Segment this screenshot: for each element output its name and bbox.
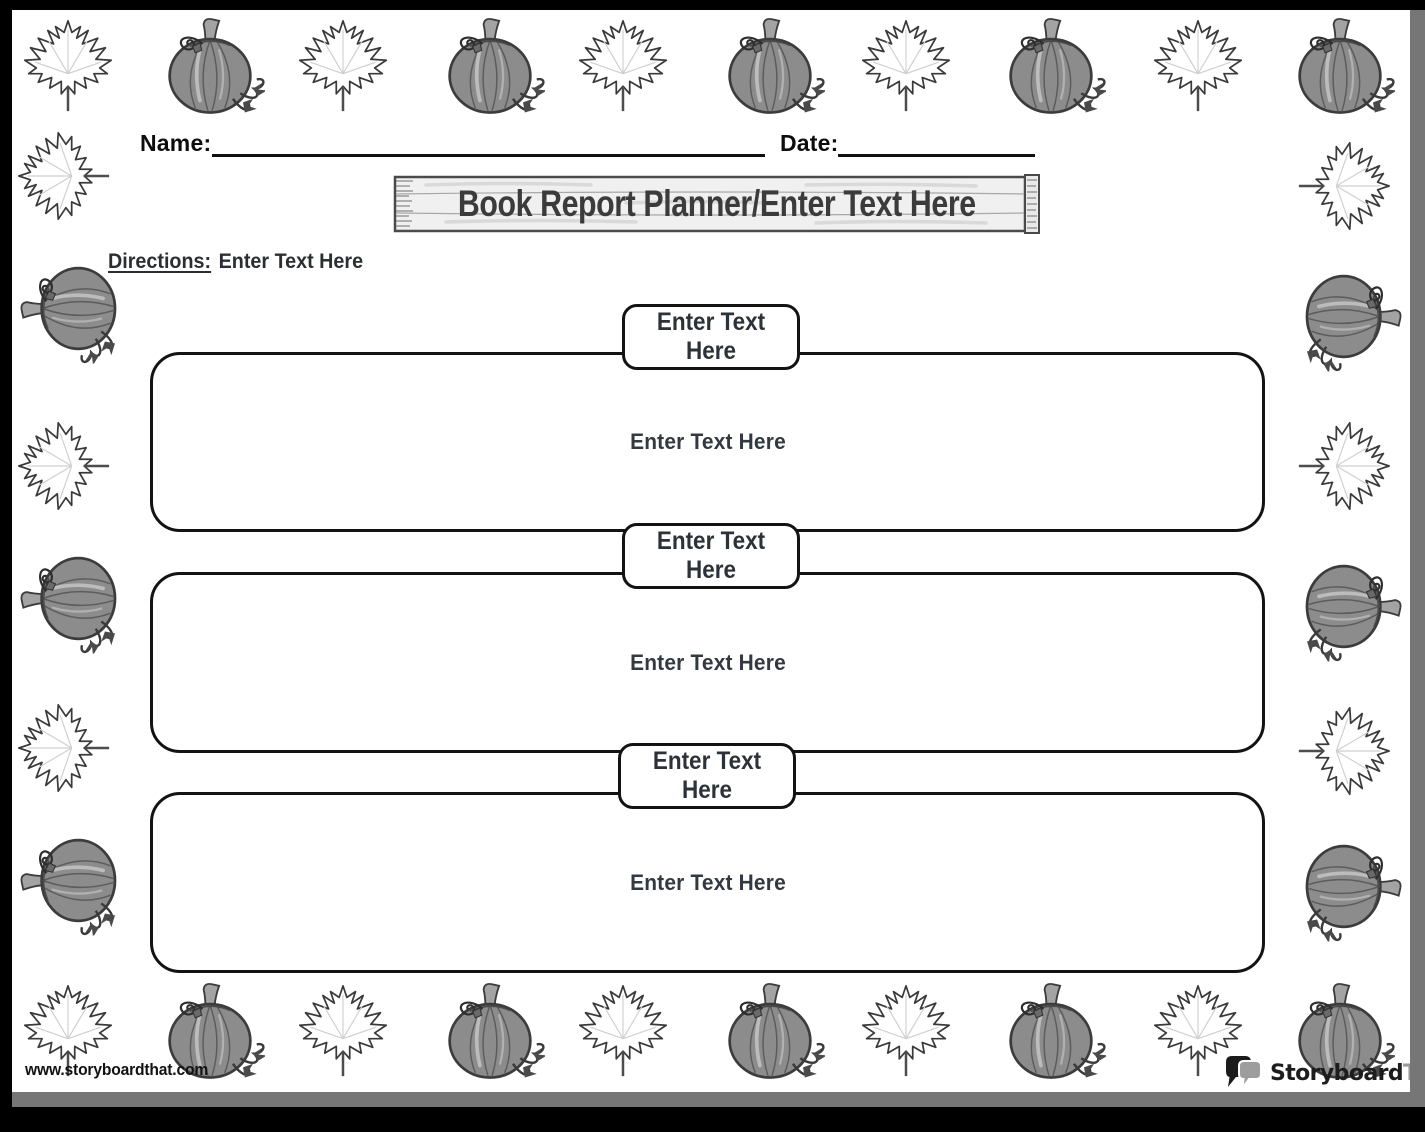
logo-text-secondary: That bbox=[1403, 1061, 1410, 1086]
pumpkin-icon bbox=[21, 826, 122, 936]
pumpkin-icon bbox=[1301, 262, 1402, 372]
section-2-label-box[interactable]: Enter Text Here bbox=[622, 523, 800, 589]
pumpkin-icon bbox=[435, 18, 545, 119]
maple-leaf-icon bbox=[858, 983, 954, 1079]
date-label: Date: bbox=[780, 130, 839, 156]
pumpkin-icon bbox=[1301, 832, 1402, 942]
page-shadow-right bbox=[1410, 10, 1425, 1107]
pumpkin-icon bbox=[21, 544, 122, 654]
section-2-text-box[interactable]: Enter Text Here bbox=[150, 572, 1265, 753]
logo-text: StoryboardThat bbox=[1270, 1061, 1410, 1086]
maple-leaf-icon bbox=[1296, 703, 1392, 799]
speech-bubbles-icon bbox=[1226, 1056, 1262, 1092]
maple-leaf-icon bbox=[575, 18, 671, 114]
wooden-sign-icon bbox=[393, 174, 1040, 234]
name-label: Name: bbox=[140, 130, 212, 156]
page-shadow-bottom bbox=[12, 1092, 1425, 1107]
storyboardthat-logo: StoryboardThat bbox=[1222, 1052, 1410, 1092]
maple-leaf-icon bbox=[575, 983, 671, 1079]
maple-leaf-icon bbox=[16, 128, 112, 224]
maple-leaf-icon bbox=[295, 983, 391, 1079]
section-1-label[interactable]: Enter Text Here bbox=[656, 307, 766, 366]
pumpkin-icon bbox=[155, 18, 265, 119]
maple-leaf-icon bbox=[16, 700, 112, 796]
section-1-text-box[interactable]: Enter Text Here bbox=[150, 352, 1265, 532]
name-input-line[interactable] bbox=[212, 124, 765, 157]
worksheet-title[interactable]: Book Report Planner/Enter Text Here bbox=[458, 183, 976, 224]
maple-leaf-icon bbox=[20, 18, 116, 114]
pumpkin-icon bbox=[1301, 552, 1402, 662]
pumpkin-icon bbox=[1285, 18, 1395, 119]
logo-text-primary: Storyboard bbox=[1270, 1060, 1404, 1086]
pumpkin-icon bbox=[715, 18, 825, 119]
pumpkin-icon bbox=[996, 18, 1106, 119]
maple-leaf-icon bbox=[1296, 418, 1392, 514]
maple-leaf-icon bbox=[1296, 138, 1392, 234]
date-input-line[interactable] bbox=[838, 124, 1035, 157]
title-banner: Book Report Planner/Enter Text Here bbox=[386, 170, 1048, 238]
maple-leaf-icon bbox=[1150, 18, 1246, 114]
section-3-text-box[interactable]: Enter Text Here bbox=[150, 792, 1265, 973]
section-2-label[interactable]: Enter Text Here bbox=[656, 526, 766, 585]
maple-leaf-icon bbox=[16, 418, 112, 514]
pumpkin-icon bbox=[996, 983, 1106, 1084]
maple-leaf-icon bbox=[295, 18, 391, 114]
website-url[interactable]: www.storyboardthat.com bbox=[25, 1060, 209, 1079]
directions-text[interactable]: Enter Text Here bbox=[218, 250, 364, 273]
directions-row: Directions: Enter Text Here bbox=[108, 250, 379, 274]
directions-label: Directions: bbox=[108, 250, 212, 273]
section-3-label[interactable]: Enter Text Here bbox=[652, 746, 762, 805]
section-3-body[interactable]: Enter Text Here bbox=[629, 869, 786, 895]
section-3-label-box[interactable]: Enter Text Here bbox=[618, 743, 796, 809]
section-1-label-box[interactable]: Enter Text Here bbox=[622, 304, 800, 370]
pumpkin-icon bbox=[21, 254, 122, 364]
section-1-body[interactable]: Enter Text Here bbox=[629, 429, 786, 454]
section-2-body[interactable]: Enter Text Here bbox=[629, 649, 786, 675]
page: Name: Date: Book Report Planner/Enter Te… bbox=[12, 10, 1410, 1092]
pumpkin-icon bbox=[435, 983, 545, 1084]
pumpkin-icon bbox=[715, 983, 825, 1084]
maple-leaf-icon bbox=[858, 18, 954, 114]
